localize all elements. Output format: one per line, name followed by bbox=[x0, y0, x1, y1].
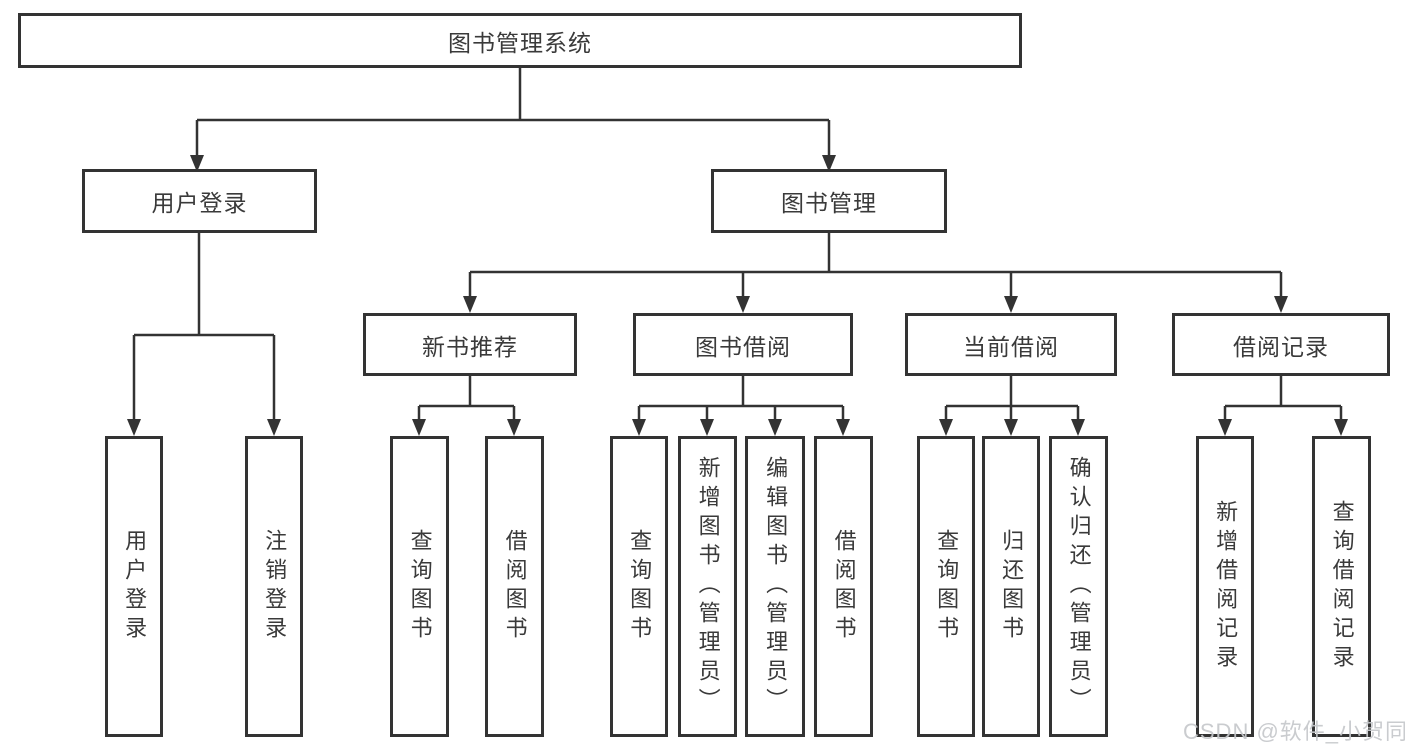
csdn-watermark: CSDN @软件_小贺同学 bbox=[1183, 719, 1405, 744]
leaf-edit-books-admin: 编辑图书（管理员） bbox=[745, 436, 805, 737]
node-label: 查询图书 bbox=[934, 528, 960, 645]
leaf-query-books: 查询图书 bbox=[610, 436, 668, 737]
node-user-login: 用户登录 bbox=[82, 169, 317, 233]
leaf-add-books-admin: 新增图书（管理员） bbox=[678, 436, 737, 737]
node-label: 查询图书 bbox=[407, 528, 433, 645]
arrowhead bbox=[836, 419, 850, 436]
arrowhead bbox=[1004, 419, 1018, 436]
arrowhead bbox=[632, 419, 646, 436]
leaf-query-borrow-record: 查询借阅记录 bbox=[1312, 436, 1371, 737]
arrowhead bbox=[700, 419, 714, 436]
leaf-borrow-books: 借阅图书 bbox=[814, 436, 873, 737]
connector-records-to-leaves bbox=[1218, 376, 1348, 436]
arrowhead bbox=[463, 296, 477, 313]
arrowhead bbox=[412, 419, 426, 436]
arrowhead bbox=[736, 296, 750, 313]
node-label: 编辑图书（管理员） bbox=[763, 456, 789, 717]
node-label: 查询图书 bbox=[627, 528, 653, 645]
node-label: 借阅记录 bbox=[1233, 333, 1329, 360]
arrowhead bbox=[127, 419, 141, 436]
node-label: 用户登录 bbox=[122, 528, 148, 645]
node-borrow-records: 借阅记录 bbox=[1172, 313, 1390, 376]
node-label: 用户登录 bbox=[151, 190, 248, 216]
node-label: 归还图书 bbox=[999, 528, 1025, 645]
arrowhead bbox=[1218, 419, 1232, 436]
node-label: 图书借阅 bbox=[695, 333, 791, 360]
arrowhead bbox=[267, 419, 281, 436]
node-root-system: 图书管理系统 bbox=[18, 13, 1022, 68]
leaf-query-books: 查询图书 bbox=[390, 436, 449, 737]
node-label: 新书推荐 bbox=[422, 333, 518, 360]
leaf-logout: 注销登录 bbox=[245, 436, 303, 737]
node-label: 新增图书（管理员） bbox=[695, 456, 721, 717]
leaf-borrow-books: 借阅图书 bbox=[485, 436, 544, 737]
arrowhead bbox=[1334, 419, 1348, 436]
arrowhead bbox=[768, 419, 782, 436]
arrowhead bbox=[507, 419, 521, 436]
leaf-return-books: 归还图书 bbox=[982, 436, 1040, 737]
connector-root-to-level2 bbox=[190, 67, 836, 172]
node-label: 图书管理 bbox=[781, 190, 877, 216]
connector-current-to-leaves bbox=[939, 376, 1085, 436]
node-label: 新增借阅记录 bbox=[1213, 499, 1239, 674]
leaf-add-borrow-record: 新增借阅记录 bbox=[1196, 436, 1254, 737]
node-label: 确认归还（管理员） bbox=[1066, 456, 1092, 717]
arrowhead bbox=[939, 419, 953, 436]
connector-mgmt-to-level3 bbox=[463, 233, 1288, 313]
connector-borrowing-to-leaves bbox=[632, 376, 850, 436]
leaf-query-books: 查询图书 bbox=[917, 436, 975, 737]
arrowhead bbox=[1071, 419, 1085, 436]
node-label: 当前借阅 bbox=[963, 333, 1059, 360]
arrowhead bbox=[1274, 296, 1288, 313]
connector-recommend-to-leaves bbox=[412, 376, 521, 436]
node-current-borrowing: 当前借阅 bbox=[905, 313, 1117, 376]
node-label: 图书管理系统 bbox=[448, 29, 592, 56]
node-book-management: 图书管理 bbox=[711, 169, 947, 233]
node-label: 查询借阅记录 bbox=[1329, 499, 1355, 674]
node-new-book-recommend: 新书推荐 bbox=[363, 313, 577, 376]
leaf-user-login: 用户登录 bbox=[105, 436, 163, 737]
node-label: 注销登录 bbox=[262, 528, 288, 645]
connector-login-to-leaves bbox=[127, 233, 281, 436]
node-label: 借阅图书 bbox=[831, 528, 857, 645]
node-book-borrowing: 图书借阅 bbox=[633, 313, 853, 376]
node-label: 借阅图书 bbox=[502, 528, 528, 645]
arrowhead bbox=[822, 155, 836, 172]
arrowhead bbox=[1004, 296, 1018, 313]
arrowhead bbox=[190, 155, 204, 172]
leaf-confirm-return-admin: 确认归还（管理员） bbox=[1049, 436, 1108, 737]
